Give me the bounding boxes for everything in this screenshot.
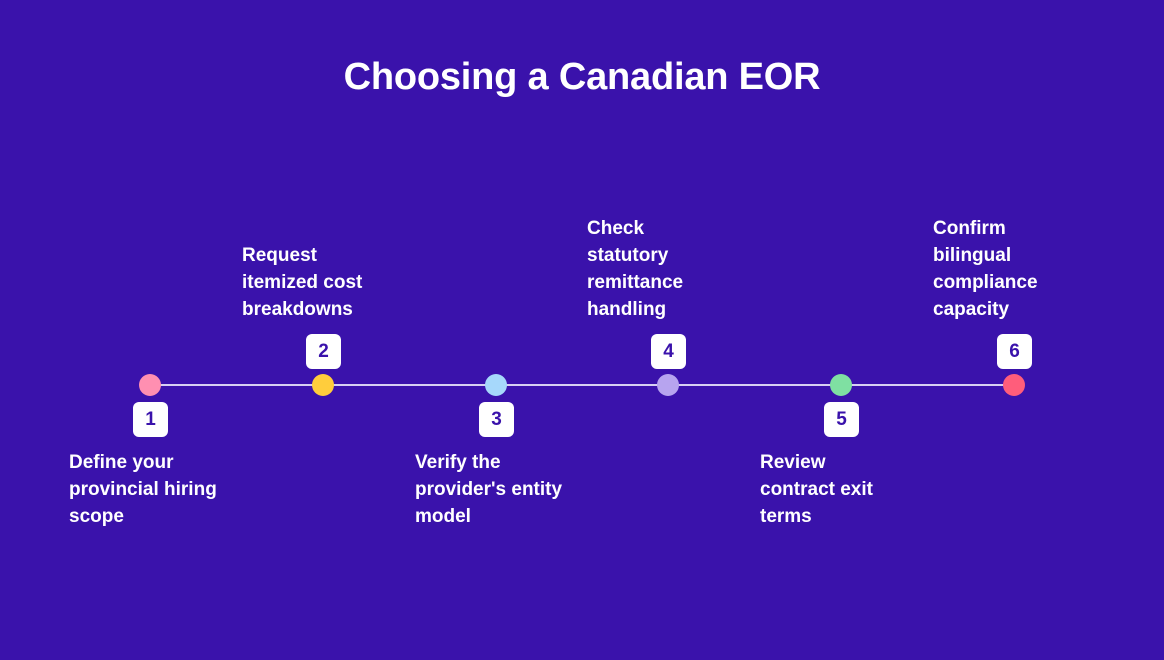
step-6-label: Confirm bilingual compliance capacity: [933, 218, 1038, 320]
step-2-label: Request itemized cost breakdowns: [242, 245, 363, 320]
step-4-marker: [657, 374, 679, 396]
step-3-marker: [485, 374, 507, 396]
step-6-number-badge: 6: [997, 334, 1032, 369]
step-6-marker: [1003, 374, 1025, 396]
step-3-number-badge: 3: [479, 402, 514, 437]
step-2-number-badge: 2: [306, 334, 341, 369]
step-5-marker: [830, 374, 852, 396]
step-1-label: Define your provincial hiring scope: [69, 452, 217, 527]
timeline-line: [150, 384, 1014, 386]
step-5-number-badge: 5: [824, 402, 859, 437]
step-5-label: Review contract exit terms: [760, 452, 873, 527]
page-title: Choosing a Canadian EOR: [343, 56, 821, 98]
step-4-number-badge: 4: [651, 334, 686, 369]
step-1-marker: [139, 374, 161, 396]
step-4-label: Check statutory remittance handling: [587, 218, 684, 320]
step-1-number-badge: 1: [133, 402, 168, 437]
step-2-marker: [312, 374, 334, 396]
step-3-label: Verify the provider's entity model: [415, 452, 563, 527]
